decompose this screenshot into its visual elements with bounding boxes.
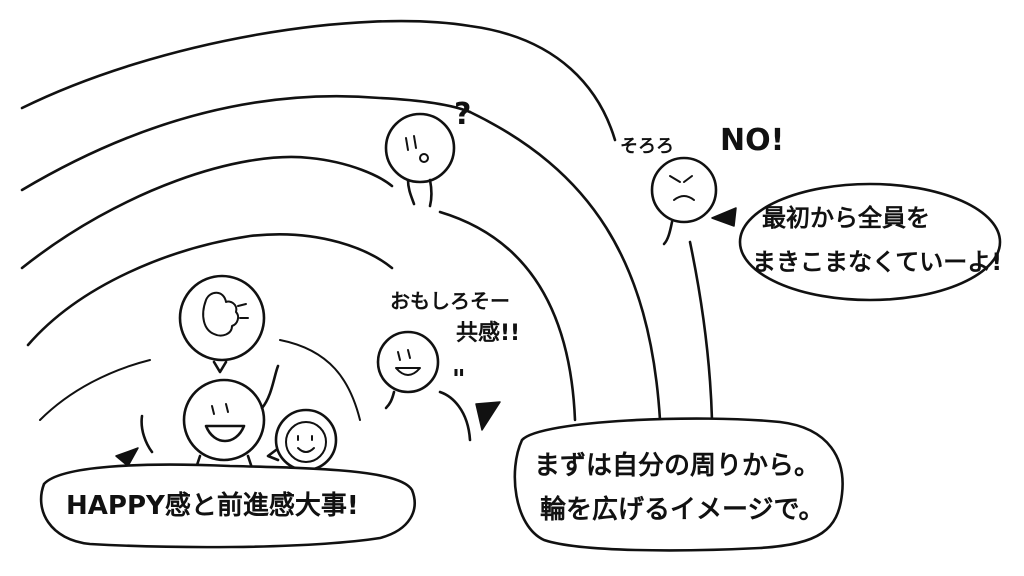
happy-mouth: [204, 424, 246, 443]
bottom-bubble-outline: [513, 417, 844, 552]
arc-middle: [20, 155, 394, 270]
grumpy-pointer-arrow: [711, 207, 737, 227]
happy-pointer-arrow: [115, 447, 139, 467]
confused-figure: ?: [384, 97, 471, 208]
happy-head: [182, 378, 266, 462]
empathy-text: 共感!!: [456, 320, 520, 346]
right-bubble-line2: まきこまなくていーよ!: [752, 248, 1002, 276]
no-text: NO!: [720, 123, 784, 158]
interested-pointer-arrow: [475, 401, 501, 431]
happy-caption-bubble: HAPPY感と前進感大事!: [39, 463, 416, 549]
interested-head: [376, 330, 440, 394]
ripple-arcs: [20, 19, 714, 442]
right-bubble-outline: [738, 182, 1002, 302]
thumbs-up-bubble: [178, 274, 266, 374]
confused-head: [384, 112, 456, 184]
ouch-text: そろろ: [620, 136, 674, 157]
thumbs-sparkle-icon: [237, 303, 249, 319]
happy-figure: [115, 364, 280, 470]
smiling-tail: [266, 448, 280, 462]
confused-mouth: [419, 153, 429, 163]
bottom-speech-bubble: まずは自分の周りから。 輪を広げるイメージで。: [513, 417, 844, 552]
arc-inner: [26, 233, 394, 347]
grumpy-figure: そろろ NO!: [620, 123, 784, 246]
happy-eyes: [211, 403, 229, 415]
smiling-features: [297, 435, 315, 453]
arc-outer-2: [20, 94, 472, 192]
happy-caption-outline: [39, 463, 416, 549]
interested-eyes: [397, 349, 411, 361]
arc-right-3: [688, 240, 714, 422]
happy-arms: [140, 364, 280, 454]
arc-right-2: [438, 210, 577, 422]
quote-mark: ": [452, 365, 466, 395]
bottom-bubble-line1: まずは自分の周りから。: [534, 450, 820, 481]
arc-outer: [20, 19, 617, 142]
right-bubble-line1: 最初から全員を: [762, 204, 930, 232]
interested-mouth: [395, 367, 421, 376]
arc-right-inner: [279, 339, 361, 421]
thumbs-bubble-tail: [212, 360, 228, 374]
smiling-figure: [266, 408, 338, 472]
happy-caption-text: HAPPY感と前進感大事!: [66, 490, 359, 521]
arc-bottom: [438, 390, 472, 442]
arc-right-1: [468, 110, 662, 422]
question-mark: ?: [454, 97, 471, 132]
thumbs-up-icon: [202, 291, 240, 337]
thumbs-bubble-outline: [178, 274, 266, 362]
bottom-bubble-line2: 輪を広げるイメージで。: [540, 494, 824, 525]
grumpy-face: [669, 175, 695, 201]
interested-neck: [384, 390, 396, 410]
grumpy-neck: [662, 220, 674, 246]
confused-neck: [406, 178, 433, 208]
interested-figure: おもしろそー 共感!! ": [376, 289, 520, 431]
right-speech-bubble: 最初から全員を まきこまなくていーよ!: [738, 182, 1002, 302]
interesting-text: おもしろそー: [390, 289, 510, 313]
confused-eyes: [405, 135, 417, 151]
smiling-face: [285, 421, 327, 463]
arc-left-inner: [39, 359, 151, 421]
grumpy-head: [650, 156, 718, 224]
